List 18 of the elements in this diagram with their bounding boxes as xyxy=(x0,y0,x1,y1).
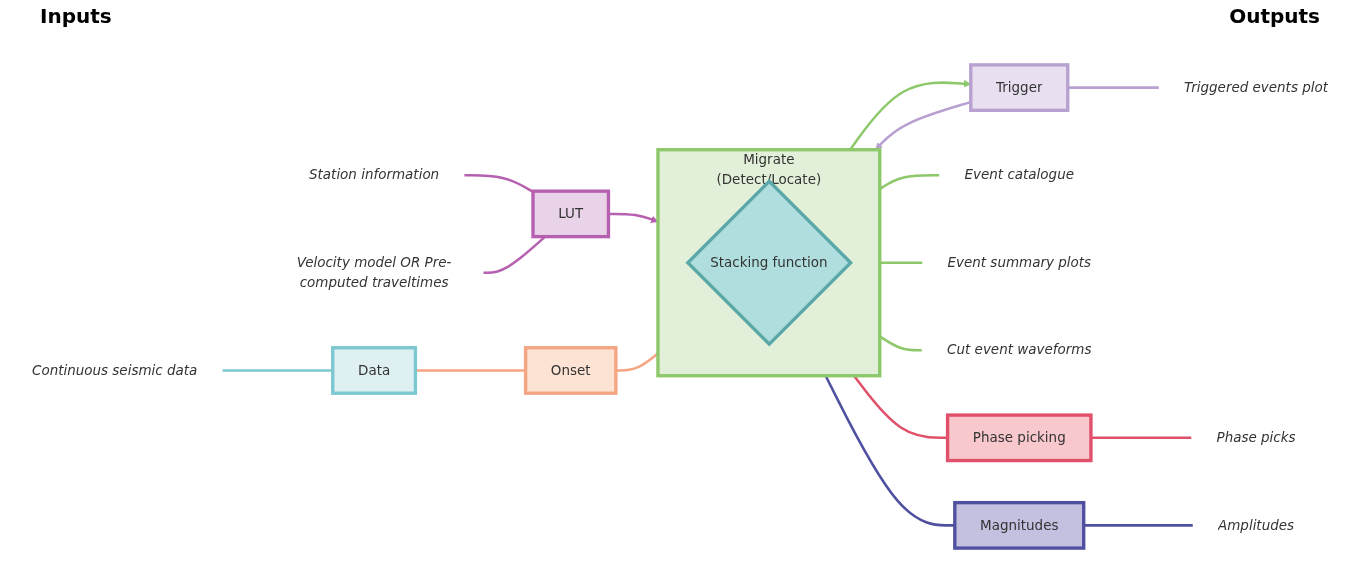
section-heading: Inputs xyxy=(40,4,112,30)
node-text: Amplitudes xyxy=(1218,516,1295,533)
node-text: Continuous seismic data xyxy=(31,362,198,379)
node-box: Data xyxy=(331,346,418,395)
node-text: Velocity model OR Pre-computed traveltimes xyxy=(296,254,452,291)
node-text: Event catalogue xyxy=(964,166,1074,183)
node-box: Trigger xyxy=(969,63,1070,113)
connector xyxy=(464,173,534,193)
node-box: Phase picking xyxy=(945,413,1093,463)
node-box: Onset xyxy=(523,346,618,395)
node-box: LUT xyxy=(531,189,611,239)
section-heading: Outputs xyxy=(1229,4,1320,30)
node-box: Magnitudes xyxy=(953,500,1086,550)
node-text: Event summary plots xyxy=(947,254,1092,271)
node-text: Cut event waveforms xyxy=(947,341,1092,358)
node-text: Station information xyxy=(309,166,440,183)
node-text: Phase picks xyxy=(1216,429,1296,446)
node-text: Triggered events plot xyxy=(1184,79,1329,96)
